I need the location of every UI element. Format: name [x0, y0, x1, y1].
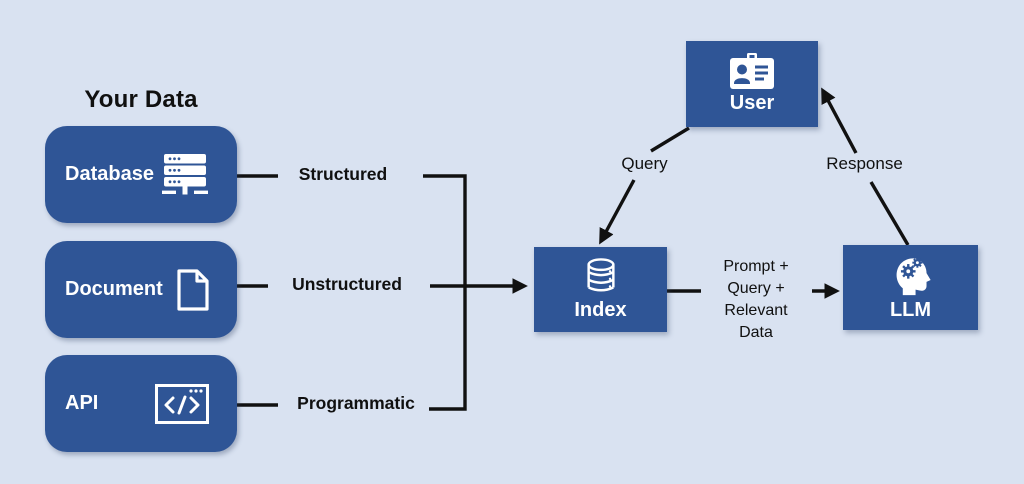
index-label: Index — [574, 298, 627, 321]
query-arrow — [599, 179, 636, 245]
programmatic-label: Programmatic — [297, 393, 415, 413]
document-icon — [177, 268, 209, 311]
code-window-icon — [155, 383, 209, 424]
head-gears-icon — [896, 257, 931, 295]
gear-small — [911, 257, 922, 268]
id-badge-icon — [730, 53, 774, 89]
prompt-query-data-label: Prompt + Query + Relevant Data — [723, 258, 789, 341]
unstructured-label: Unstructured — [292, 274, 402, 294]
structured-label: Structured — [298, 164, 388, 184]
llm-node: LLM — [843, 245, 978, 330]
document-label: Document — [65, 278, 163, 300]
user-label: User — [729, 92, 775, 114]
database-node: Database — [45, 126, 237, 223]
server-icon — [162, 153, 208, 194]
user-node: User — [686, 41, 818, 127]
query-line-upper — [650, 126, 690, 153]
response-arrow — [821, 87, 858, 154]
api-label: API — [65, 392, 99, 414]
response-line-lower — [869, 181, 910, 246]
api-node: API — [45, 355, 237, 452]
llm-label: LLM — [889, 298, 932, 321]
gear-large — [900, 263, 916, 279]
document-node: Document — [45, 241, 237, 338]
response-label: Response — [826, 154, 903, 173]
merge-junction-line — [423, 174, 467, 411]
database-label: Database — [65, 163, 154, 185]
query-label: Query — [621, 154, 668, 173]
your-data-title: Your Data — [84, 86, 198, 113]
index-node: Index — [534, 247, 667, 332]
database-cylinder-icon — [586, 257, 615, 292]
